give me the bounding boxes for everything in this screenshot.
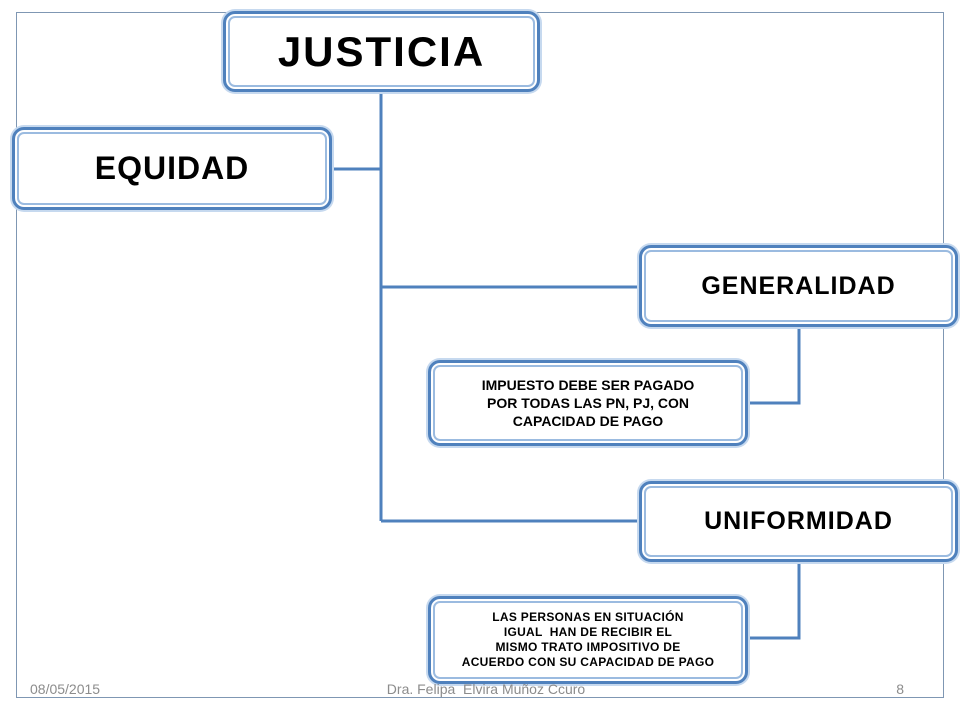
generalidad-description-line: IMPUESTO DEBE SER PAGADO — [481, 377, 695, 393]
connector-generalidad-desc — [748, 327, 801, 405]
generalidad-label: GENERALIDAD — [701, 271, 896, 300]
footer-author: Dra. Felipa Elvira Muñoz Ccuro — [386, 681, 586, 697]
footer-date: 08/05/2015 — [30, 681, 101, 697]
uniformidad-description-line: IGUAL HAN DE RECIBIR EL — [503, 625, 673, 639]
uniformidad-description-line: MISMO TRATO IMPOSITIVO DE — [495, 640, 681, 654]
generalidad-description: IMPUESTO DEBE SER PAGADO POR TODAS LAS P… — [482, 376, 695, 430]
uniformidad-label: UNIFORMIDAD — [704, 507, 893, 535]
uniformidad-description-box: LAS PERSONAS EN SITUACIÓN IGUAL HAN DE R… — [428, 596, 748, 684]
connector-uniformidad-desc — [748, 562, 801, 640]
uniformidad-description: LAS PERSONAS EN SITUACIÓN IGUAL HAN DE R… — [462, 610, 715, 670]
justicia-box: JUSTICIA — [223, 11, 540, 92]
uniformidad-box: UNIFORMIDAD — [639, 481, 958, 562]
generalidad-description-box: IMPUESTO DEBE SER PAGADO POR TODAS LAS P… — [428, 360, 748, 446]
justicia-label: JUSTICIA — [277, 27, 486, 75]
generalidad-box: GENERALIDAD — [639, 245, 958, 327]
uniformidad-description-line: LAS PERSONAS EN SITUACIÓN — [492, 610, 684, 624]
equidad-label: EQUIDAD — [94, 150, 250, 186]
equidad-box: EQUIDAD — [12, 127, 332, 210]
generalidad-description-line: POR TODAS LAS PN, PJ, CON — [487, 395, 689, 411]
footer-page-number: 8 — [896, 681, 904, 697]
uniformidad-description-line: ACUERDO CON SU CAPACIDAD DE PAGO — [461, 655, 715, 669]
generalidad-description-line: CAPACIDAD DE PAGO — [512, 413, 664, 429]
